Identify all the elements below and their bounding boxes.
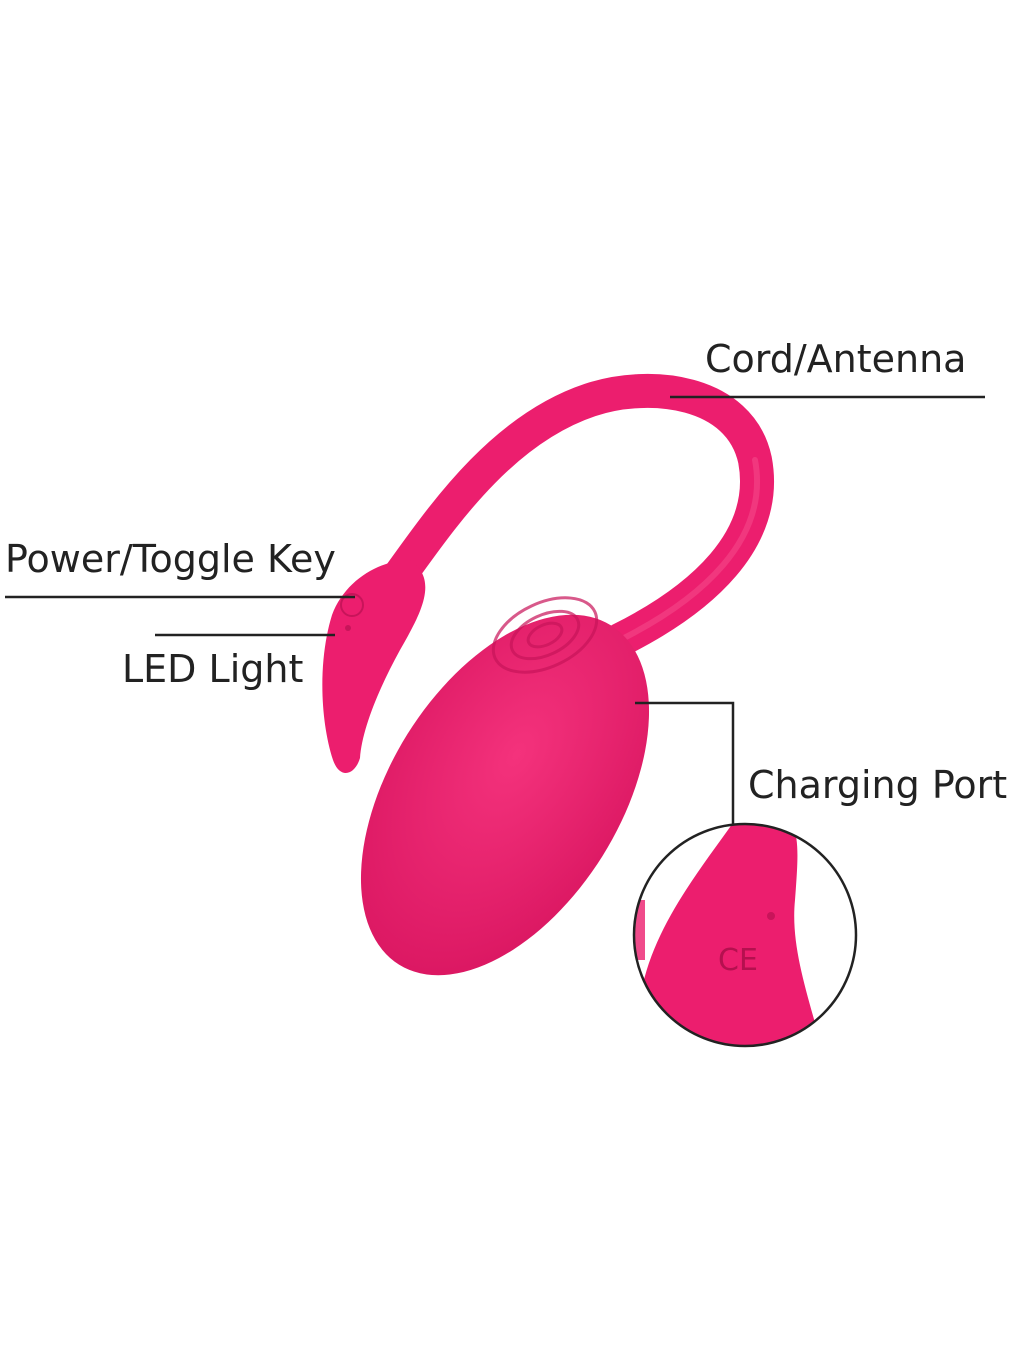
ce-mark: CE	[718, 943, 758, 978]
power-toggle-key	[340, 593, 364, 617]
charging-port-hole	[767, 912, 775, 920]
body-button	[491, 596, 599, 674]
label-cord-antenna: Cord/Antenna	[705, 337, 966, 381]
label-power-toggle-key: Power/Toggle Key	[5, 537, 336, 581]
egg-body	[360, 614, 650, 976]
charging-leader-line	[635, 701, 735, 825]
label-led-light: LED Light	[122, 647, 303, 691]
cord-antenna	[383, 373, 774, 657]
charging-port-inset: CE	[632, 822, 858, 1048]
label-charging-port: Charging Port	[748, 763, 1007, 807]
led-light	[345, 625, 351, 631]
control-head	[322, 560, 426, 773]
